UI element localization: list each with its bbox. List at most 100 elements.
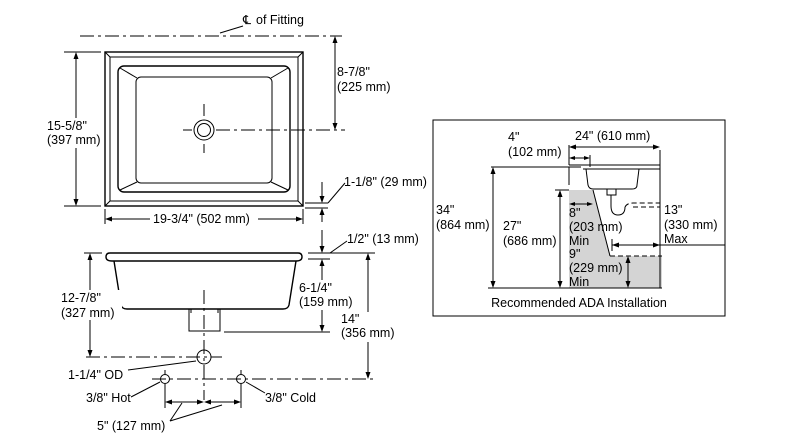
hot-leader bbox=[130, 381, 161, 398]
knee-height-in-label: 27" bbox=[503, 219, 521, 233]
hot-supply-circle bbox=[160, 374, 170, 384]
knee-slope-line bbox=[592, 189, 611, 257]
arrowhead bbox=[557, 281, 563, 288]
toe-height-in-label: 9" bbox=[569, 247, 580, 261]
arrowhead bbox=[625, 281, 631, 288]
arrowhead bbox=[165, 399, 172, 405]
chamfer-line bbox=[104, 51, 111, 58]
top-view: ℄ of Fitting 15-5/8" (397 bbox=[46, 13, 427, 226]
centerline-leader bbox=[219, 25, 244, 34]
arrowhead bbox=[319, 208, 325, 215]
arrowhead bbox=[204, 399, 211, 405]
arrowhead bbox=[584, 156, 590, 160]
sink-section bbox=[585, 168, 640, 190]
label-bg bbox=[298, 280, 358, 310]
knee-depth-mm-label: (203 mm) bbox=[569, 220, 622, 234]
arrowhead bbox=[332, 36, 338, 43]
arrowhead bbox=[332, 123, 338, 130]
arrowhead bbox=[319, 246, 325, 253]
overall-mm-label: (356 mm) bbox=[341, 326, 394, 340]
side-view: 1/2" (13 mm) 6-1/4" (159 mm) 14" (356 mm… bbox=[60, 230, 419, 433]
drain-od-label: 1-1/4" OD bbox=[68, 368, 123, 382]
knee-depth-note: Min bbox=[569, 234, 589, 248]
chamfer-line bbox=[297, 51, 304, 58]
drain-tailpiece bbox=[606, 188, 617, 196]
toe-height-note: Min bbox=[569, 275, 589, 289]
arrowhead bbox=[569, 144, 576, 150]
knee-height-mm-label: (686 mm) bbox=[503, 234, 556, 248]
pipe-mm-label: (330 mm) bbox=[664, 218, 717, 232]
knee-depth-in-label: 8" bbox=[569, 206, 580, 220]
arrowhead bbox=[319, 259, 325, 266]
width-label: 19-3/4" (502 mm) bbox=[153, 212, 250, 226]
setback-mm-label: (102 mm) bbox=[508, 145, 561, 159]
spacing-leader bbox=[169, 402, 183, 422]
overall-in-label: 14" bbox=[341, 312, 359, 326]
arrowhead bbox=[612, 242, 619, 248]
ada-caption: Recommended ADA Installation bbox=[491, 296, 667, 310]
drain-od-leader bbox=[127, 360, 197, 371]
arrowhead bbox=[490, 167, 496, 174]
setback-in-label: 4" bbox=[508, 130, 519, 144]
arrowhead bbox=[587, 202, 593, 206]
counter-height-in-label: 34" bbox=[436, 203, 454, 217]
label-bg bbox=[336, 64, 370, 94]
arrowhead bbox=[87, 253, 93, 260]
cold-leader bbox=[245, 381, 266, 394]
rim-leader bbox=[327, 182, 346, 204]
rim-thickness-leader bbox=[329, 240, 348, 254]
p-trap bbox=[610, 195, 626, 216]
drain-offset-in-label: 8-7/8" bbox=[337, 65, 370, 79]
bowl-depth-mm-label: (159 mm) bbox=[299, 295, 352, 309]
drain-height-in-label: 12-7/8" bbox=[61, 291, 101, 305]
pipe-in-label: 13" bbox=[664, 203, 682, 217]
chamfer-line bbox=[297, 200, 304, 207]
rim-thickness-label: 1/2" (13 mm) bbox=[347, 232, 419, 246]
label-bg bbox=[60, 290, 122, 320]
arrowhead bbox=[490, 281, 496, 288]
label-bg bbox=[340, 312, 400, 342]
drain-height-mm-label: (327 mm) bbox=[61, 306, 114, 320]
chamfer-line bbox=[270, 67, 289, 79]
arrowhead bbox=[365, 372, 371, 379]
drain-outlet-circle bbox=[196, 349, 212, 365]
sink-bowl-outline bbox=[117, 65, 291, 193]
centerline-label: of Fitting bbox=[256, 13, 304, 27]
arrowhead bbox=[319, 325, 325, 332]
arrowhead bbox=[197, 399, 204, 405]
label-bg bbox=[46, 118, 104, 148]
arrowhead bbox=[569, 156, 575, 160]
height-in-label: 15-5/8" bbox=[47, 119, 87, 133]
label-bg bbox=[150, 211, 258, 225]
supply-spacing-label: 5" (127 mm) bbox=[97, 419, 165, 433]
spacing-leader bbox=[169, 404, 223, 422]
chamfer-line bbox=[104, 200, 111, 207]
ada-installation-panel: 24" (610 mm) 4" (102 mm) 34" (864 mm) 27… bbox=[432, 119, 726, 317]
chamfer-line bbox=[119, 181, 138, 191]
pipe-note: Max bbox=[664, 232, 688, 246]
drain-inner bbox=[197, 123, 211, 137]
arrowhead bbox=[105, 216, 112, 222]
bowl-depth-in-label: 6-1/4" bbox=[299, 281, 332, 295]
rim-label: 1-1/8" (29 mm) bbox=[344, 175, 427, 189]
arrowhead bbox=[296, 216, 303, 222]
arrowhead bbox=[653, 242, 660, 248]
sink-bowl-profile bbox=[113, 260, 297, 310]
drain-pipe bbox=[624, 202, 660, 208]
height-mm-label: (397 mm) bbox=[47, 133, 100, 147]
counter-height-mm-label: (864 mm) bbox=[436, 218, 489, 232]
arrowhead bbox=[234, 399, 241, 405]
arrowhead bbox=[87, 350, 93, 357]
sink-outer-rim bbox=[104, 51, 304, 207]
cold-supply-circle bbox=[236, 374, 246, 384]
arrowhead bbox=[625, 256, 631, 263]
toe-height-mm-label: (229 mm) bbox=[569, 261, 622, 275]
arrowhead bbox=[319, 196, 325, 203]
chamfer-line bbox=[270, 181, 289, 191]
sink-rim-profile bbox=[105, 252, 303, 262]
chamfer-line bbox=[119, 67, 138, 79]
arrowhead bbox=[73, 52, 79, 59]
drain-offset-mm-label: (225 mm) bbox=[337, 80, 390, 94]
counter-width-label: 24" (610 mm) bbox=[575, 129, 650, 143]
